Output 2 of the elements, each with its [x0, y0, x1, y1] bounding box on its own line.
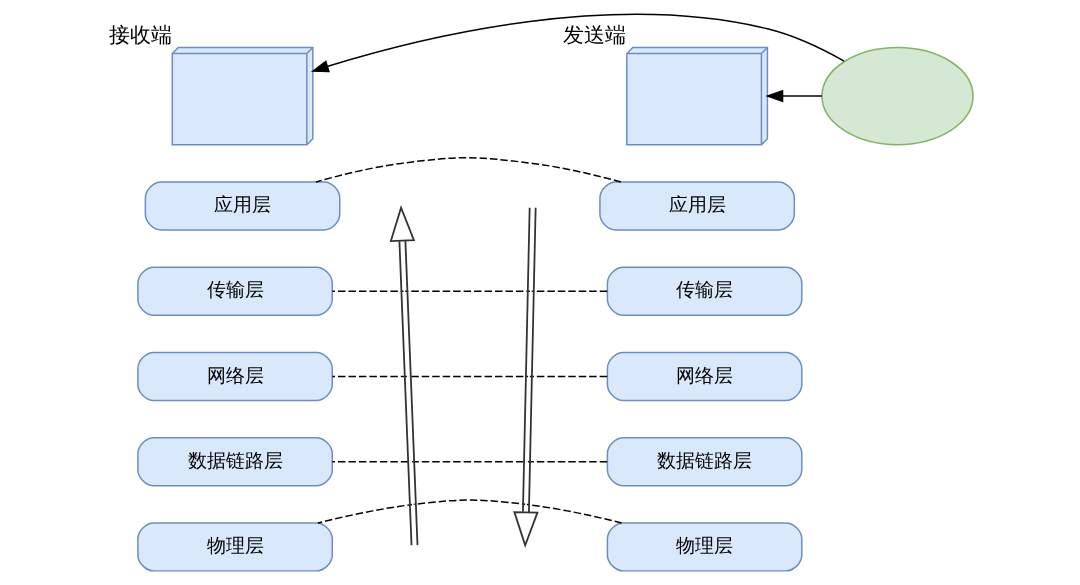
node-label: 发送端	[562, 22, 626, 47]
node-label: 接收端	[108, 22, 172, 47]
